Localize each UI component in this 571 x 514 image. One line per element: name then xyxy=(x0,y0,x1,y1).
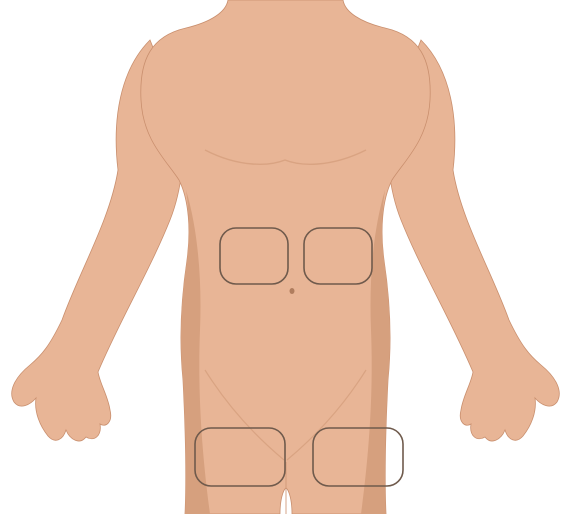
navel xyxy=(290,288,295,294)
